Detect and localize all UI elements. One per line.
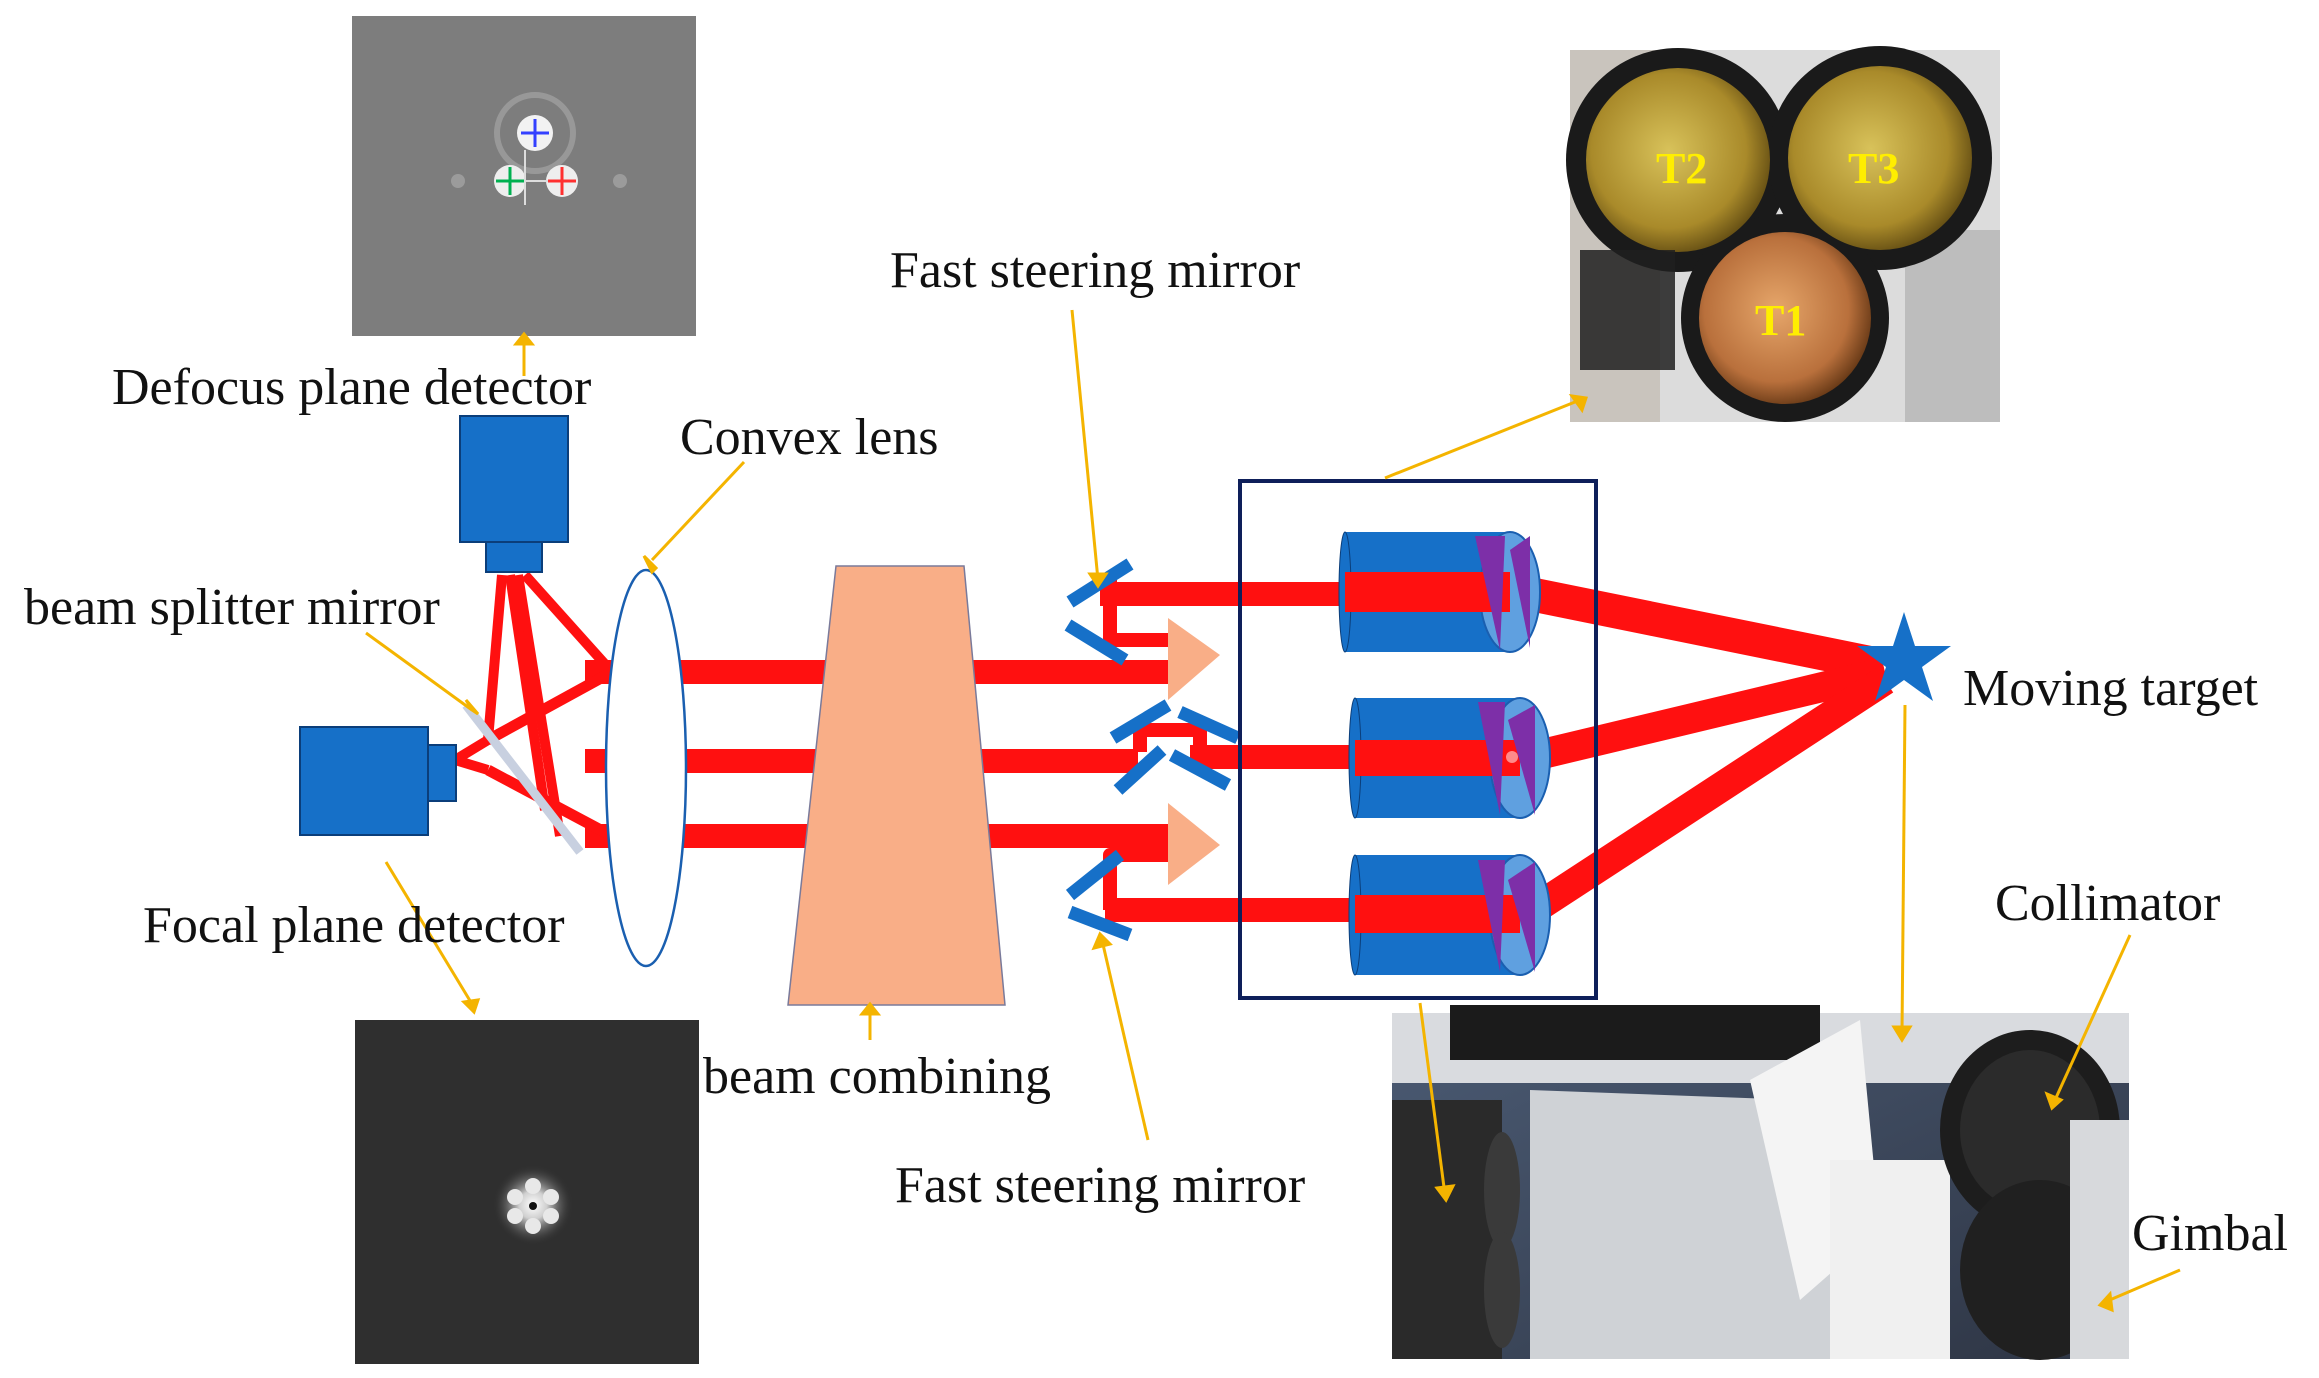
gimbal-collimator-photo [1392,1005,2129,1360]
fsm-mid-3 [1113,745,1167,795]
fsm-mid-2 [1177,706,1241,744]
fsm-bot-2 [1067,905,1133,942]
beam-lens-to-splitter-1 [485,667,615,745]
label-convex-lens: Convex lens [680,409,939,466]
beam-combiner [787,565,1006,1006]
telescope-photo [1566,46,2000,422]
beam-to-defocus-4 [521,571,616,676]
label-moving-target: Moving target [1963,660,2259,717]
focal-plane-detector [299,726,457,836]
beam-to-defocus-2 [513,574,565,837]
focal-detector-image [355,1020,699,1364]
label-gimbal: Gimbal [2132,1205,2288,1262]
fsm-top-2 [1064,619,1129,666]
beam-to-defocus-3 [505,574,550,811]
beam-splitter [462,702,584,855]
beam-splitter-to-focal-2 [453,755,490,775]
fsm-mid-4 [1168,749,1232,791]
fast-steering-mirrors [1064,558,1241,942]
label-fast-steering-mirror-top: Fast steering mirror [890,242,1300,299]
telescope-middle [1348,697,1551,819]
telescope-label-t2: T2 [1656,144,1707,193]
convex-lens [604,568,688,968]
telescope-bottom [1348,854,1551,976]
fsm-mid-1 [1109,699,1172,744]
telescope-label-t3: T3 [1848,144,1899,193]
beam-t-mid-to-target [1526,657,1889,772]
label-collimator: Collimator [1995,875,2220,932]
prism-bottom [1168,803,1220,885]
label-focal-plane-detector: Focal plane detector [143,897,565,954]
beam-to-defocus-1 [483,574,507,741]
beam-t-bottom-to-target [1521,667,1894,925]
label-fast-steering-mirror-bottom: Fast steering mirror [895,1157,1305,1214]
fsm-bot-1 [1065,849,1125,901]
label-defocus-plane-detector: Defocus plane detector [112,359,591,416]
moving-target-star [1857,612,1951,701]
label-beam-splitter: beam splitter mirror [24,579,440,636]
telescope-label-t1: T1 [1755,296,1806,345]
beam-t-top-to-target [1526,577,1884,682]
label-beam-combining: beam combining [703,1048,1051,1105]
telescope-assembly-frame [1238,479,1598,1000]
telescope-top [1338,531,1541,653]
prism-top [1168,618,1220,700]
defocus-detector-image [352,16,696,336]
defocus-plane-detector [459,415,569,573]
callout-arrows [365,309,2181,1313]
